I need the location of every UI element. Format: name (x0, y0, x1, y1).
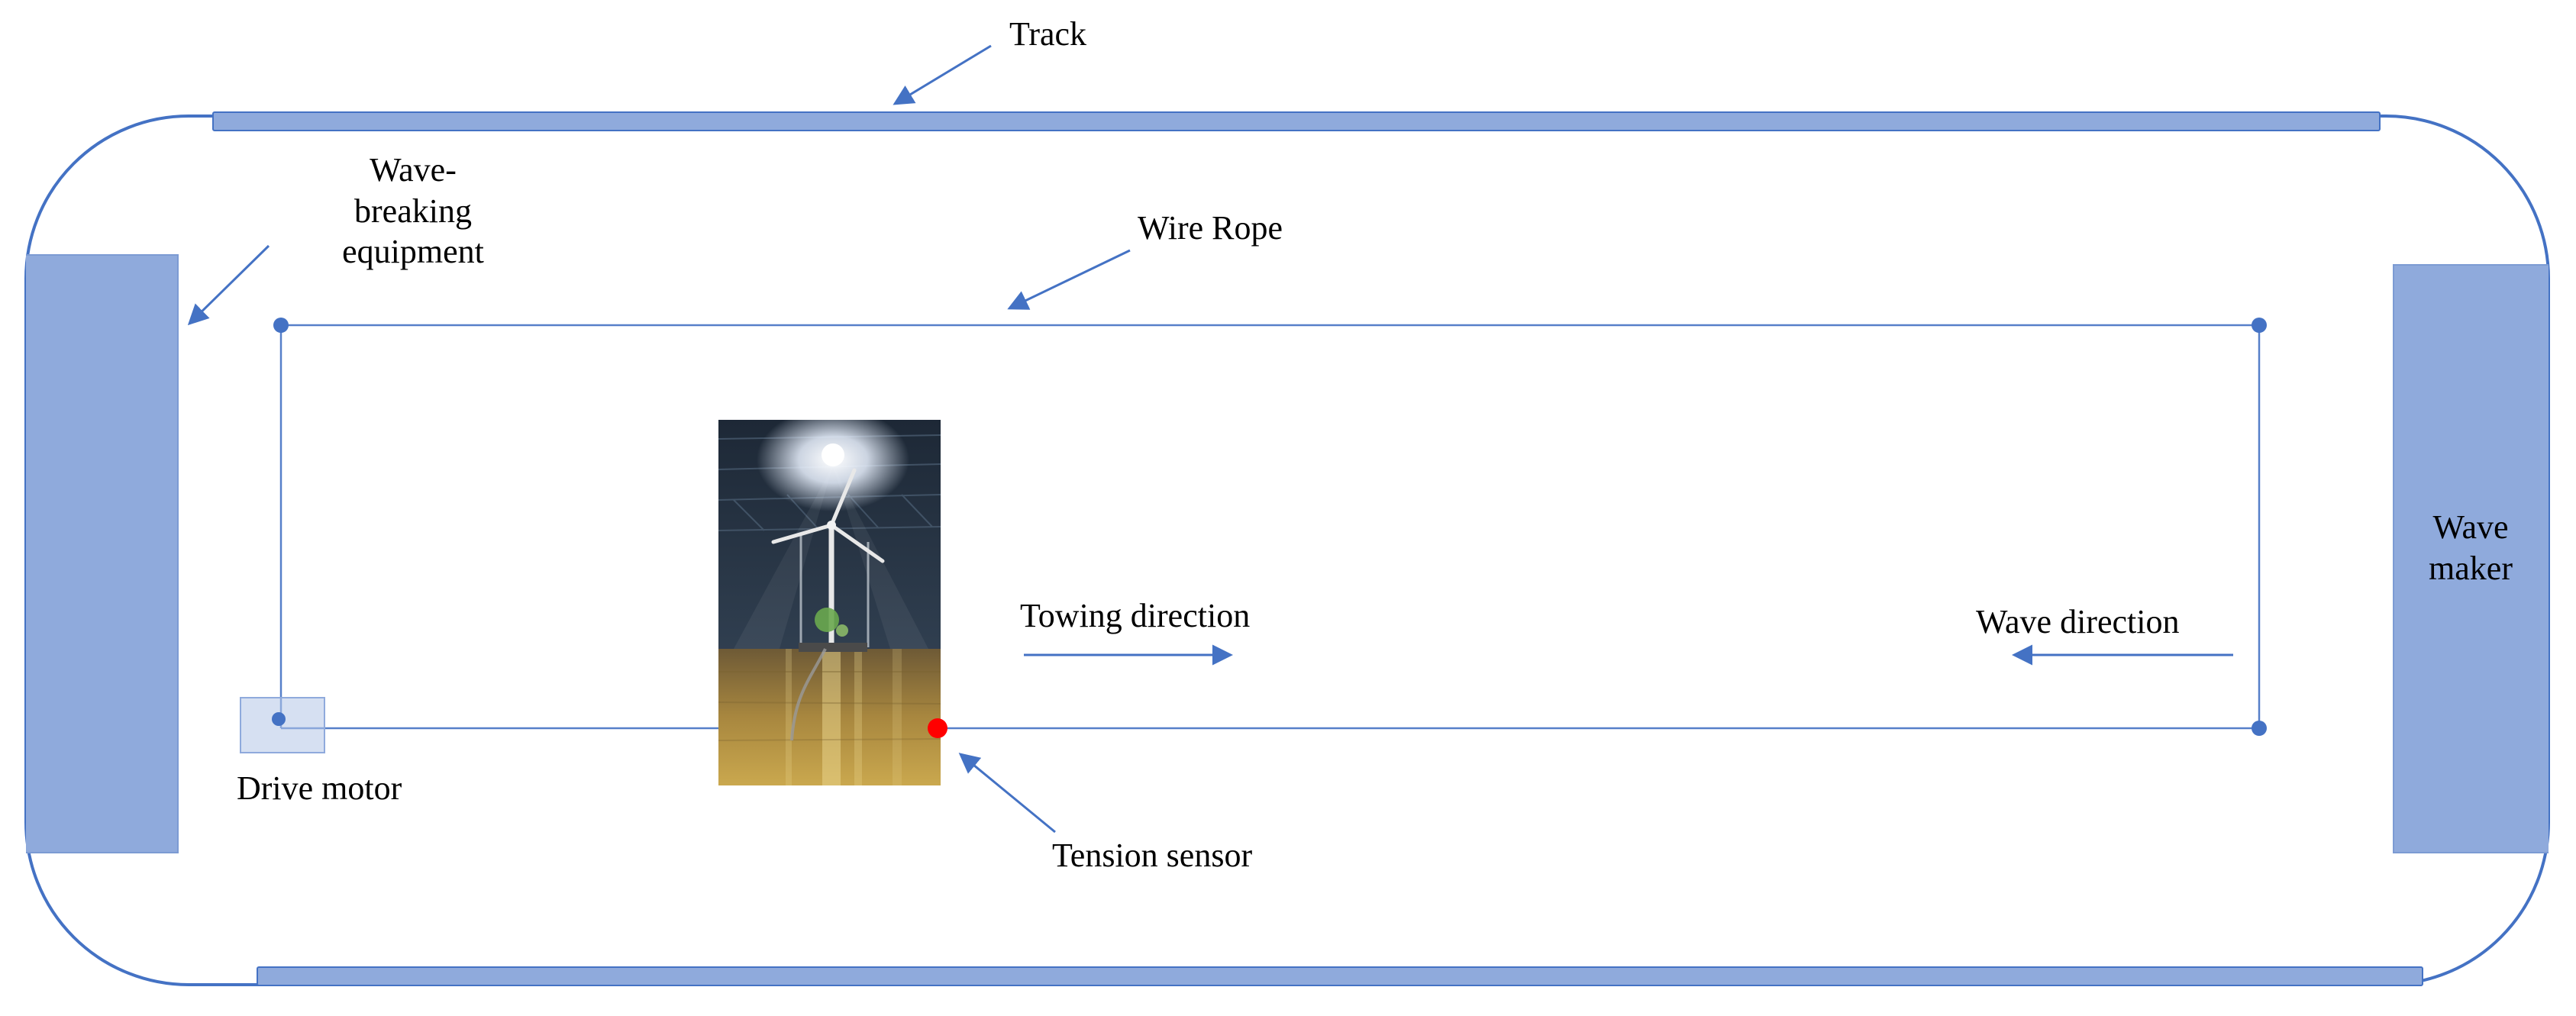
light-beam-left (734, 466, 833, 649)
green-equipment-small (836, 624, 848, 637)
guide-poles (799, 534, 870, 647)
tank-outline (24, 115, 2550, 986)
drive-motor-label: Drive motor (237, 769, 402, 807)
towing-direction-label: Towing direction (1020, 597, 1251, 634)
drive-motor-box (240, 697, 325, 753)
wave-maker-label: Wave maker (2429, 508, 2513, 587)
lamp (822, 443, 844, 466)
track-label: Track (1009, 15, 1087, 53)
turbine-blade-3 (829, 523, 885, 563)
track-bar-bottom (257, 966, 2423, 986)
wire-rope-label: Wire Rope (1138, 209, 1283, 247)
turbine-hub (827, 521, 836, 530)
wave-breaking-equipment-box (26, 254, 179, 853)
wave-maker-box (2393, 264, 2549, 853)
turbine-blade-1 (829, 468, 857, 527)
wave-direction-label: Wave direction (1976, 603, 2180, 640)
wave-breaking-label: Wave- breaking equipment (342, 151, 484, 271)
green-equipment (815, 608, 839, 632)
turbine-model-photo (718, 420, 941, 785)
light-beam-right (833, 466, 928, 649)
hose (790, 648, 827, 741)
turbine-blade-2 (771, 523, 834, 544)
tension-sensor-label: Tension sensor (1052, 837, 1253, 874)
water-reflections (718, 649, 941, 785)
track-pointer-arrow (893, 44, 992, 105)
turbine-photo-art (718, 420, 941, 785)
track-bar-top (212, 111, 2381, 131)
floating-platform (799, 643, 867, 652)
